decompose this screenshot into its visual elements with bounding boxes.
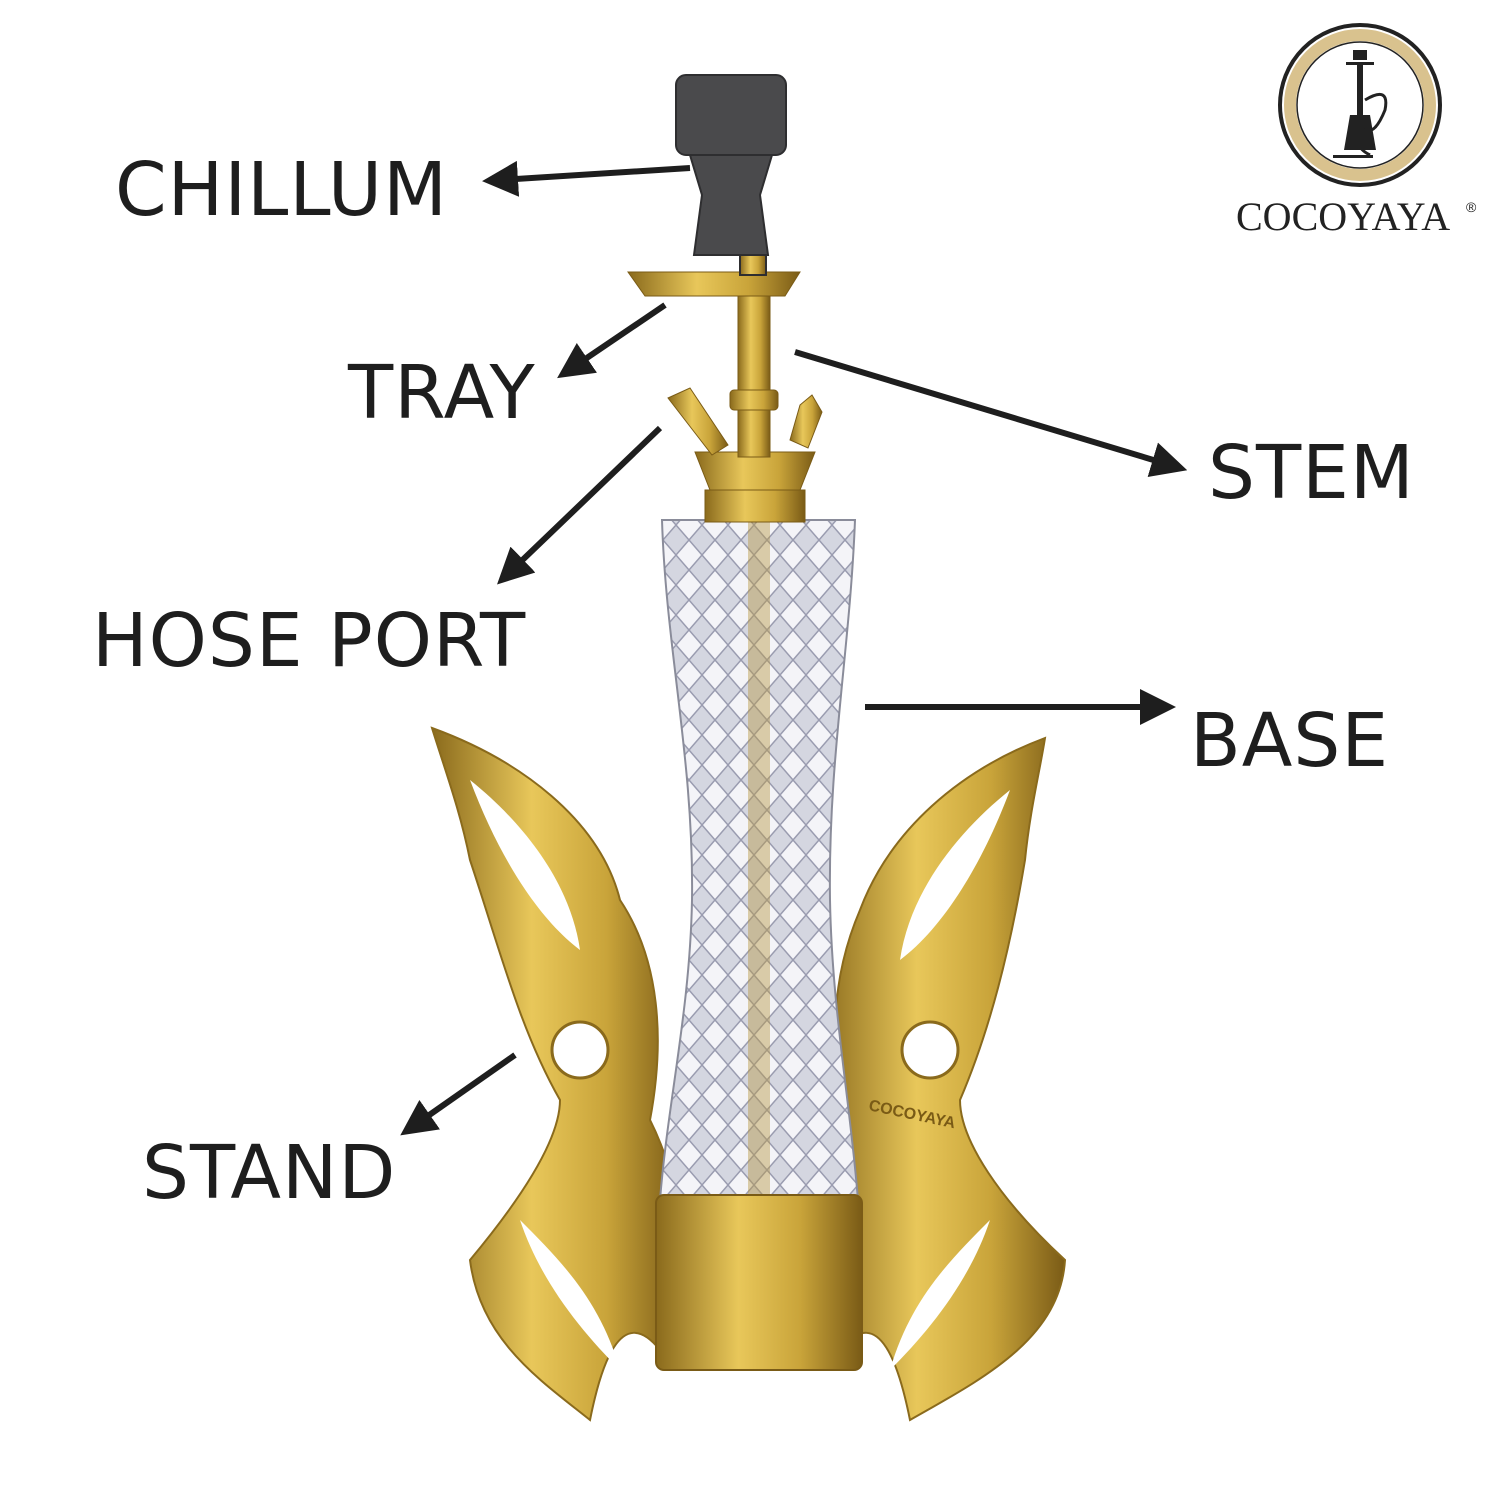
label-chillum: CHILLUM	[115, 147, 448, 233]
label-hose-port: HOSE PORT	[92, 598, 526, 684]
hose-port-left	[667, 387, 729, 456]
crown	[694, 451, 816, 491]
hookah-icon	[1333, 50, 1388, 158]
label-stand: STAND	[142, 1130, 396, 1216]
brand-name: COCOYAYA	[1236, 194, 1450, 239]
label-tray: TRAY	[347, 350, 536, 436]
downstem	[748, 520, 770, 1200]
arrow-hose-port	[497, 425, 663, 585]
stem-collar	[729, 389, 779, 411]
chillum	[675, 74, 787, 276]
tray	[627, 271, 801, 297]
base-cylinder	[655, 1194, 863, 1371]
registered-mark: ®	[1466, 199, 1477, 215]
wing-cutouts	[470, 780, 1010, 1370]
label-stem: STEM	[1208, 430, 1415, 516]
brand-logo: COCOYAYA ®	[1236, 23, 1477, 239]
arrow-stem	[794, 349, 1188, 478]
crown-ring	[704, 489, 806, 523]
arrow-tray	[557, 302, 667, 379]
arrow-chillum	[482, 160, 691, 197]
stand-wings	[430, 726, 1067, 1422]
stem	[737, 291, 771, 458]
hose-port-right	[789, 394, 823, 449]
arrow-stand	[400, 1052, 517, 1136]
callout-arrows	[400, 160, 1188, 1136]
label-base: BASE	[1190, 698, 1389, 784]
